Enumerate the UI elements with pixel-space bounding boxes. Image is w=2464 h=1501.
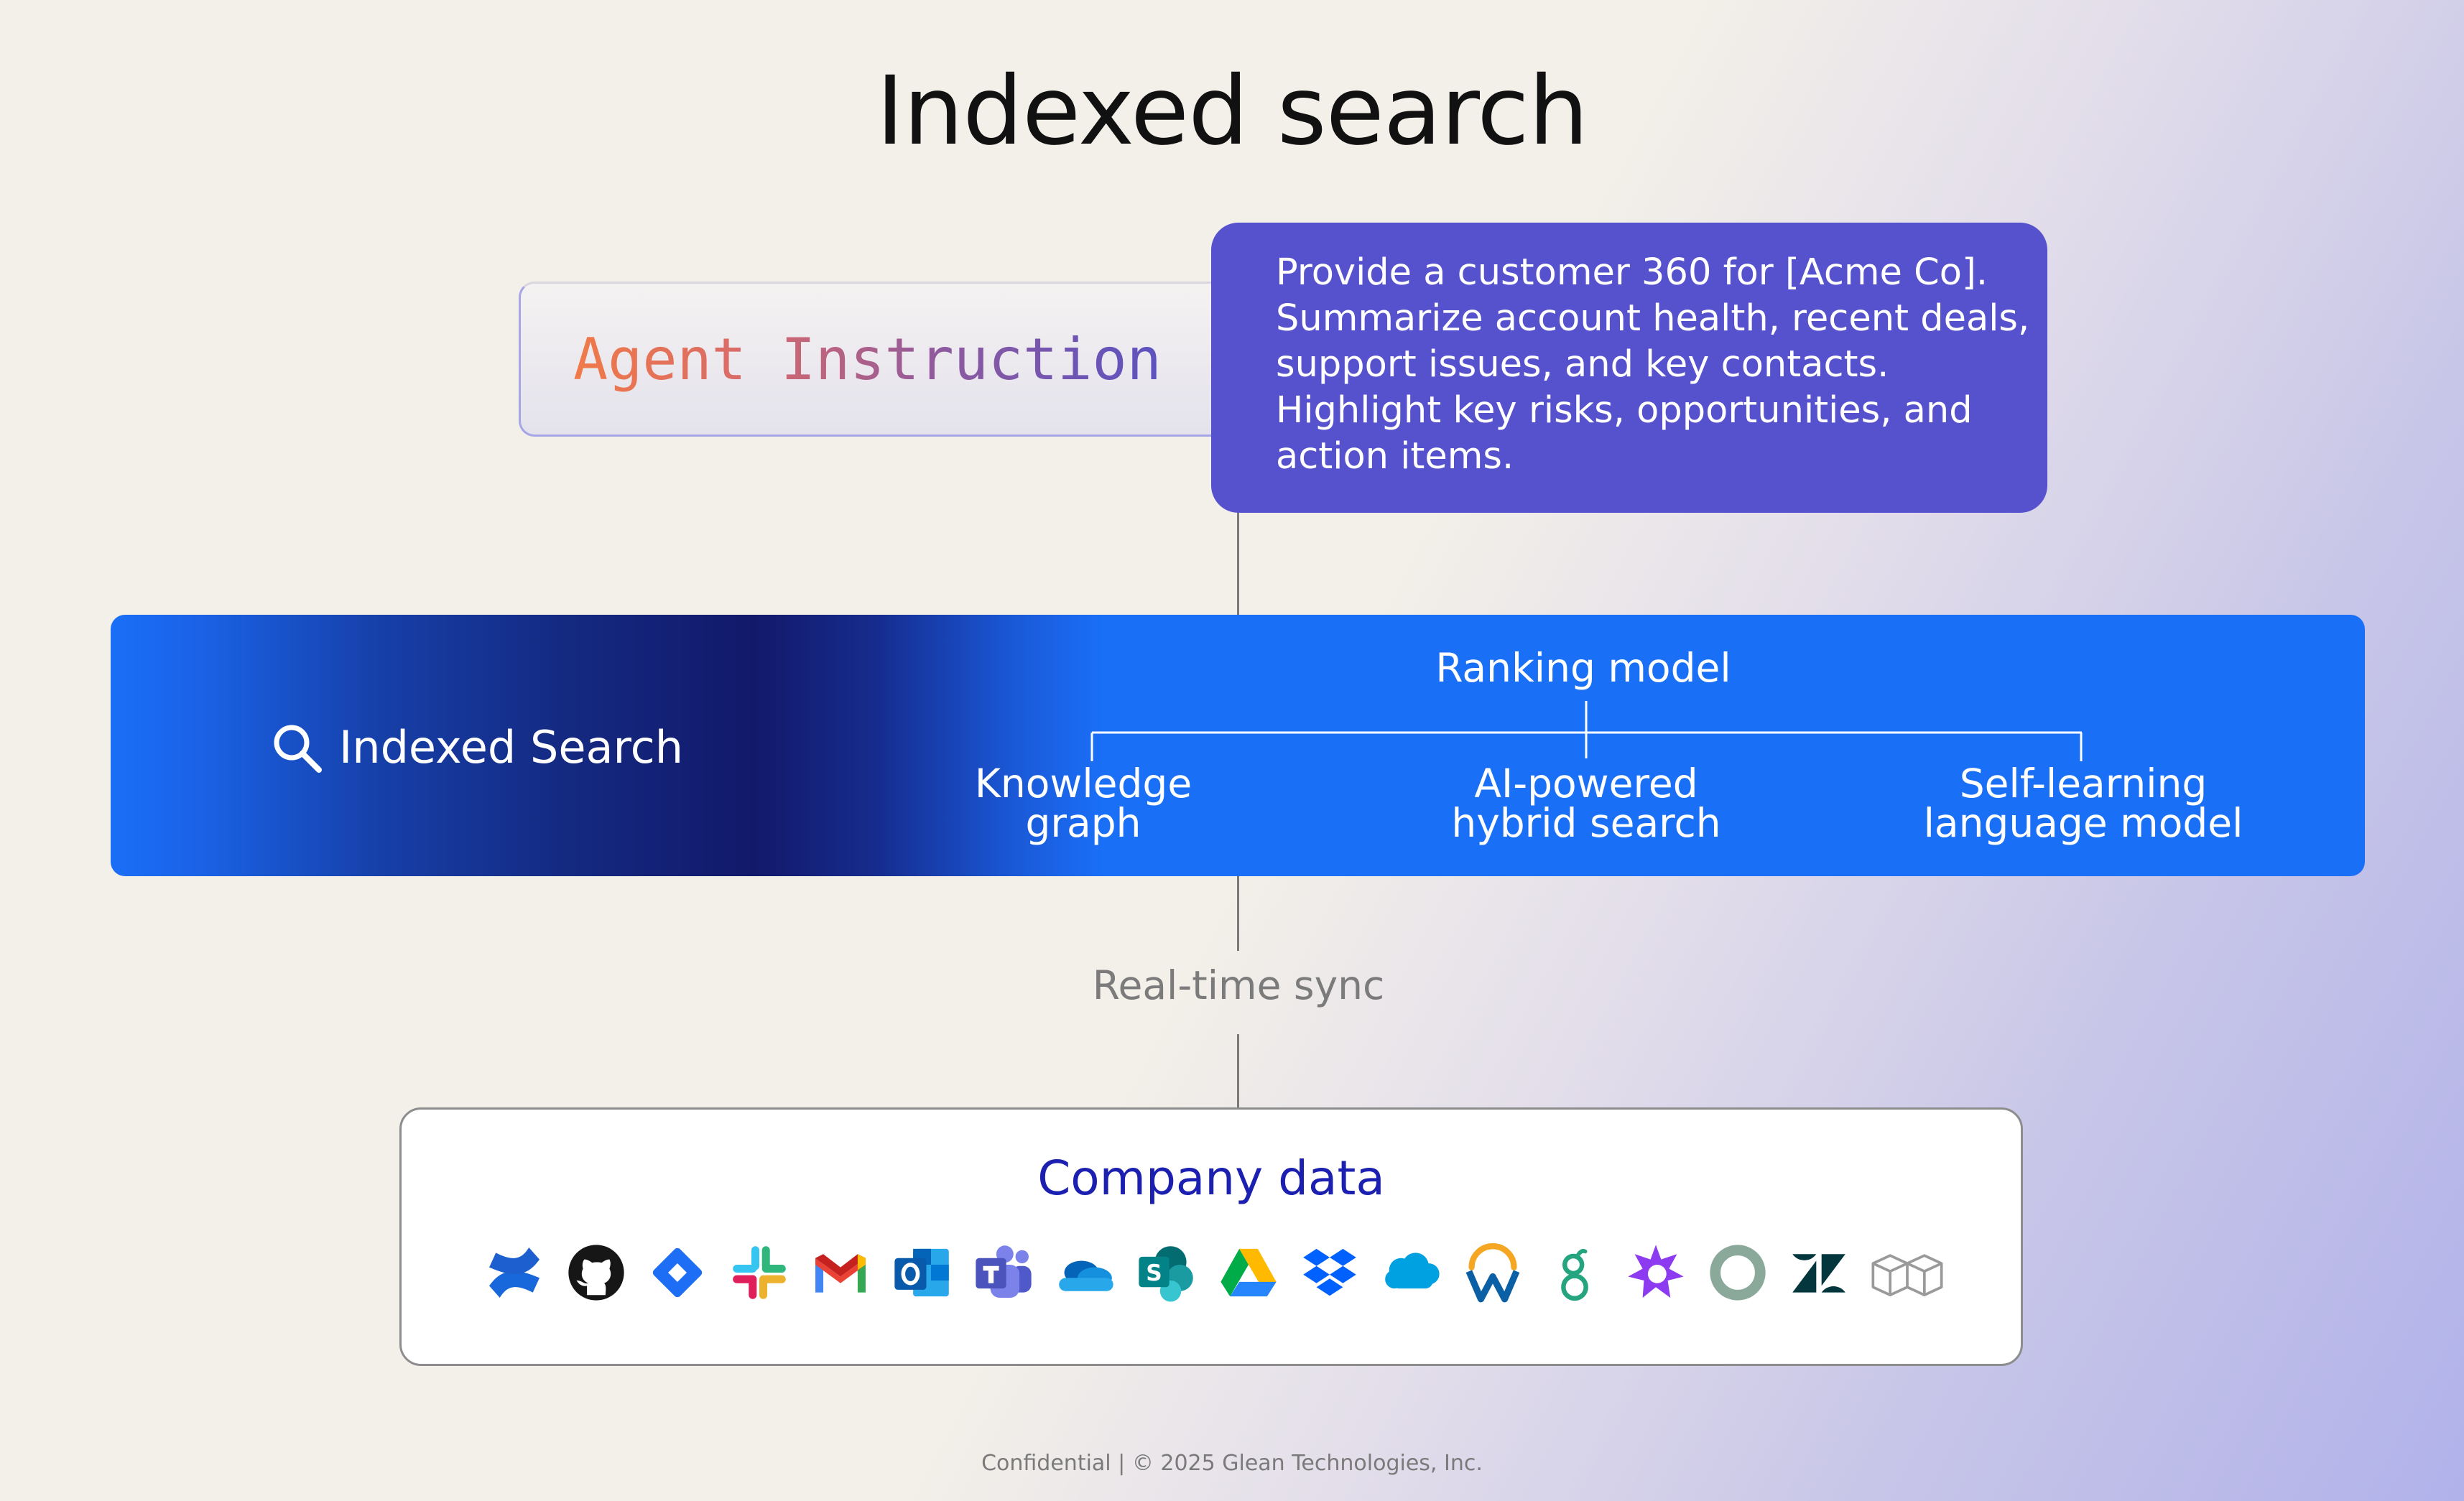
prompt-card: Provide a customer 360 for [Acme Co]. Su… bbox=[1211, 223, 2047, 513]
confluence-icon bbox=[489, 1247, 539, 1298]
workday-icon bbox=[1465, 1243, 1520, 1303]
svg-text:S: S bbox=[1146, 1260, 1162, 1286]
prompt-line: Summarize account health, recent deals, bbox=[1276, 297, 2030, 340]
ranking-tree-connectors bbox=[1090, 701, 2083, 761]
onedrive-icon bbox=[1058, 1260, 1113, 1291]
hybrid-search-node: AI-powered hybrid search bbox=[1371, 764, 1802, 843]
agent-instruction-box bbox=[519, 282, 1237, 437]
node-line: language model bbox=[1923, 800, 2243, 846]
connector-line-top bbox=[1237, 513, 1239, 615]
node-line: AI-powered bbox=[1474, 761, 1698, 807]
prompt-line: support issues, and key contacts. bbox=[1276, 343, 1889, 386]
company-data-title: Company data bbox=[1037, 1151, 1385, 1206]
sharepoint-icon: S bbox=[1139, 1246, 1193, 1302]
outlook-icon bbox=[894, 1248, 949, 1297]
node-line: hybrid search bbox=[1451, 800, 1721, 846]
connector-line-middle bbox=[1237, 876, 1239, 951]
more-apps-icon bbox=[1871, 1254, 1943, 1296]
salesforce-icon bbox=[1384, 1253, 1440, 1289]
prompt-line: action items. bbox=[1276, 435, 1514, 478]
data-source-icons: S bbox=[481, 1237, 1947, 1309]
github-icon bbox=[568, 1245, 624, 1301]
connector-line-bottom bbox=[1237, 1034, 1239, 1107]
prompt-line: Highlight key risks, opportunities, and bbox=[1276, 389, 1973, 432]
greenhouse-icon bbox=[1560, 1249, 1588, 1301]
real-time-sync-label: Real-time sync bbox=[1092, 962, 1385, 1008]
zendesk-icon bbox=[1792, 1254, 1846, 1293]
company-data-box bbox=[399, 1107, 2023, 1366]
page-title: Indexed search bbox=[876, 56, 1589, 167]
jira-icon bbox=[652, 1247, 703, 1298]
footer-text: Confidential | © 2025 Glean Technologies… bbox=[981, 1451, 1483, 1476]
knowledge-graph-node: Knowledge graph bbox=[940, 764, 1227, 843]
gmail-icon bbox=[815, 1254, 866, 1293]
agent-instruction-label: Agent Instruction bbox=[573, 326, 1162, 393]
indexed-search-band bbox=[111, 615, 2365, 876]
google-drive-icon bbox=[1221, 1248, 1277, 1297]
prompt-line: Provide a customer 360 for [Acme Co]. bbox=[1276, 251, 1988, 294]
slack-icon bbox=[732, 1246, 786, 1299]
search-icon bbox=[274, 725, 322, 773]
indexed-search-label: Indexed Search bbox=[339, 721, 683, 773]
node-line: graph bbox=[1025, 800, 1141, 846]
node-line: Knowledge bbox=[974, 761, 1192, 807]
teams-icon bbox=[976, 1245, 1032, 1298]
okta-icon bbox=[1710, 1245, 1766, 1301]
dropbox-icon bbox=[1303, 1248, 1356, 1296]
node-line: Self-learning bbox=[1959, 761, 2208, 807]
ranking-model-label: Ranking model bbox=[1435, 645, 1731, 691]
gong-icon bbox=[1628, 1245, 1684, 1298]
language-model-node: Self-learning language model bbox=[1868, 764, 2299, 843]
